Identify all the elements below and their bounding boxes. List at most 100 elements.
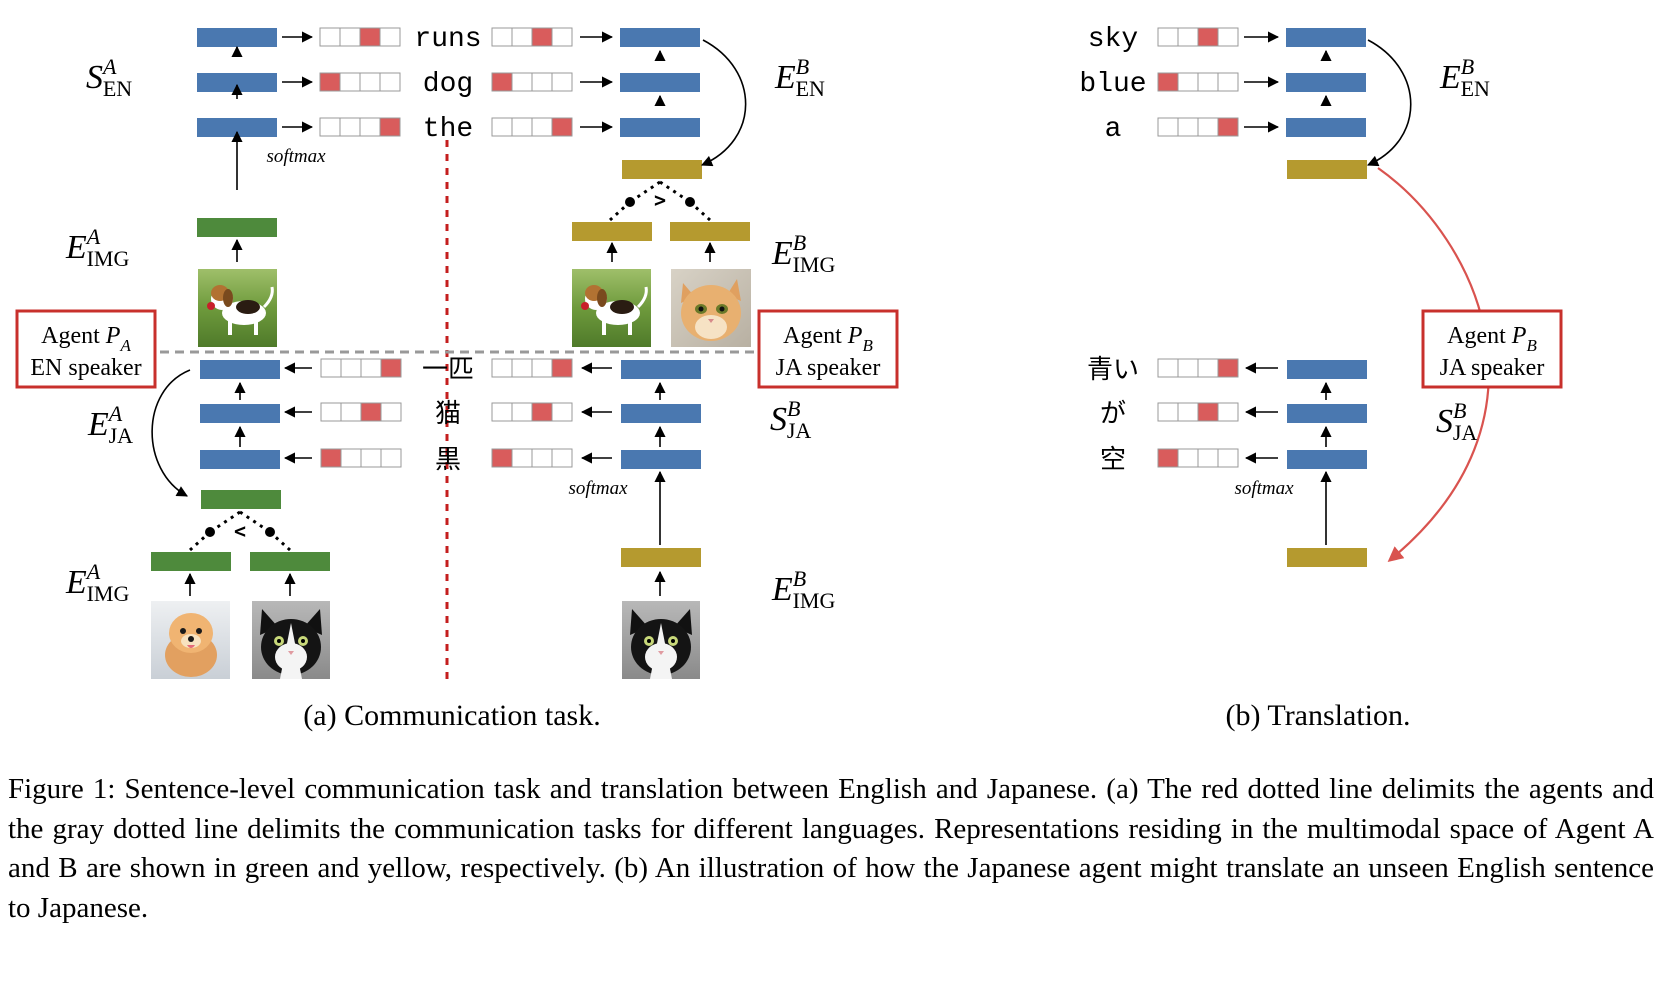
orange-cat-photo [671, 269, 751, 347]
communication-ja-word: 黒 [435, 445, 461, 475]
onehot-vector [491, 358, 573, 378]
onehot-cell [379, 27, 401, 47]
onehot-vector [1157, 448, 1239, 468]
comparison-greater: > [654, 188, 666, 212]
onehot-cell [340, 402, 362, 422]
hidden-state-ja-a [200, 450, 280, 469]
onehot-cell [340, 448, 362, 468]
softmax-label: softmax [1234, 478, 1294, 499]
onehot-vector [320, 402, 402, 422]
hidden-state-ja-a [200, 404, 280, 423]
agent-b-sub: B [862, 336, 873, 355]
onehot-cell [1217, 72, 1239, 92]
translation-en-word: sky [1088, 24, 1138, 55]
onehot-vector [320, 358, 402, 378]
onehot-cell [320, 448, 342, 468]
onehot-cell [359, 117, 381, 137]
agent-b-box: Agent PB JA speaker [757, 309, 899, 389]
hidden-state-ja-b-translation [1287, 360, 1367, 379]
onehot-vector [491, 402, 573, 422]
onehot-cell [531, 117, 553, 137]
comparison-connectors [188, 180, 712, 552]
similarity-dot [685, 197, 695, 207]
softmax-label: softmax [266, 146, 326, 167]
translation-en-word: blue [1079, 69, 1146, 100]
agent-b-var: P [847, 323, 863, 349]
onehot-cell [551, 27, 573, 47]
onehot-cell [1177, 402, 1199, 422]
onehot-cell [359, 72, 381, 92]
translation-ja-word: が [1100, 399, 1126, 429]
hidden-state-ja-b [621, 360, 701, 379]
multimodal-b-sentence [622, 160, 702, 179]
multimodal-a-sentence [201, 490, 281, 509]
onehot-cell [1157, 358, 1179, 378]
agent-b-translation-sub: B [1526, 336, 1537, 355]
onehot-cell [319, 27, 341, 47]
onehot-cell [339, 72, 361, 92]
agent-b-prefix: Agent [783, 323, 848, 349]
black-white-cat-photo [252, 601, 330, 679]
onehot-cell [511, 402, 533, 422]
multimodal-b-sentence-translation [1287, 548, 1367, 567]
hidden-state-en-a [197, 28, 277, 47]
agent-a-prefix: Agent [41, 323, 106, 349]
onehot-vector [1157, 72, 1239, 92]
agent-b-translation-prefix: Agent [1447, 323, 1512, 349]
onehot-cell [360, 448, 382, 468]
onehot-cell [511, 27, 533, 47]
communication-ja-word: 猫 [435, 399, 461, 429]
svg-text:Agent PB: Agent PB [783, 323, 873, 355]
beagle-photo [198, 269, 277, 347]
onehot-cell [380, 448, 402, 468]
hidden-state-ja-b-translation [1287, 404, 1367, 423]
agent-a-sub: A [119, 336, 131, 355]
panel-b-caption: (b) Translation. [1225, 699, 1410, 732]
agent-a-box: Agent PA EN speaker [15, 309, 157, 389]
onehot-cell [1157, 402, 1179, 422]
onehot-vector [319, 117, 401, 137]
onehot-cell [551, 358, 573, 378]
onehot-cell [379, 72, 401, 92]
onehot-cell [320, 402, 342, 422]
onehot-cell [511, 358, 533, 378]
onehot-cell [360, 358, 382, 378]
hidden-state-en-b-translation [1286, 118, 1366, 137]
black-white-cat-photo [622, 601, 700, 679]
hidden-state-en-a [197, 118, 277, 137]
agent-a-var: P [105, 323, 121, 349]
onehot-cell [1157, 117, 1179, 137]
onehot-cell [339, 117, 361, 137]
panel-a-caption: (a) Communication task. [303, 699, 600, 732]
similarity-dot [265, 527, 275, 537]
onehot-cell [1177, 117, 1199, 137]
onehot-cell [1217, 27, 1239, 47]
onehot-cell [551, 448, 573, 468]
hidden-state-en-b-translation [1286, 73, 1366, 92]
onehot-cell [1157, 72, 1179, 92]
hidden-state-ja-b [621, 450, 701, 469]
onehot-cell [531, 72, 553, 92]
communication-en-word: runs [414, 24, 481, 55]
agent-b-translation-role: JA speaker [1440, 355, 1545, 381]
onehot-cell [491, 448, 513, 468]
svg-text:Agent PB: Agent PB [1447, 323, 1537, 355]
hidden-state-en-a [197, 73, 277, 92]
onehot-cell [491, 72, 513, 92]
agent-b-translation-var: P [1511, 323, 1527, 349]
hidden-state-en-b-translation [1286, 28, 1366, 47]
communication-en-word: the [423, 114, 473, 145]
onehot-cell [320, 358, 342, 378]
multimodal-a-image [197, 218, 277, 237]
onehot-cell [1177, 27, 1199, 47]
hidden-state-ja-a [200, 360, 280, 379]
beagle-photo [572, 269, 651, 347]
onehot-cell [1177, 448, 1199, 468]
